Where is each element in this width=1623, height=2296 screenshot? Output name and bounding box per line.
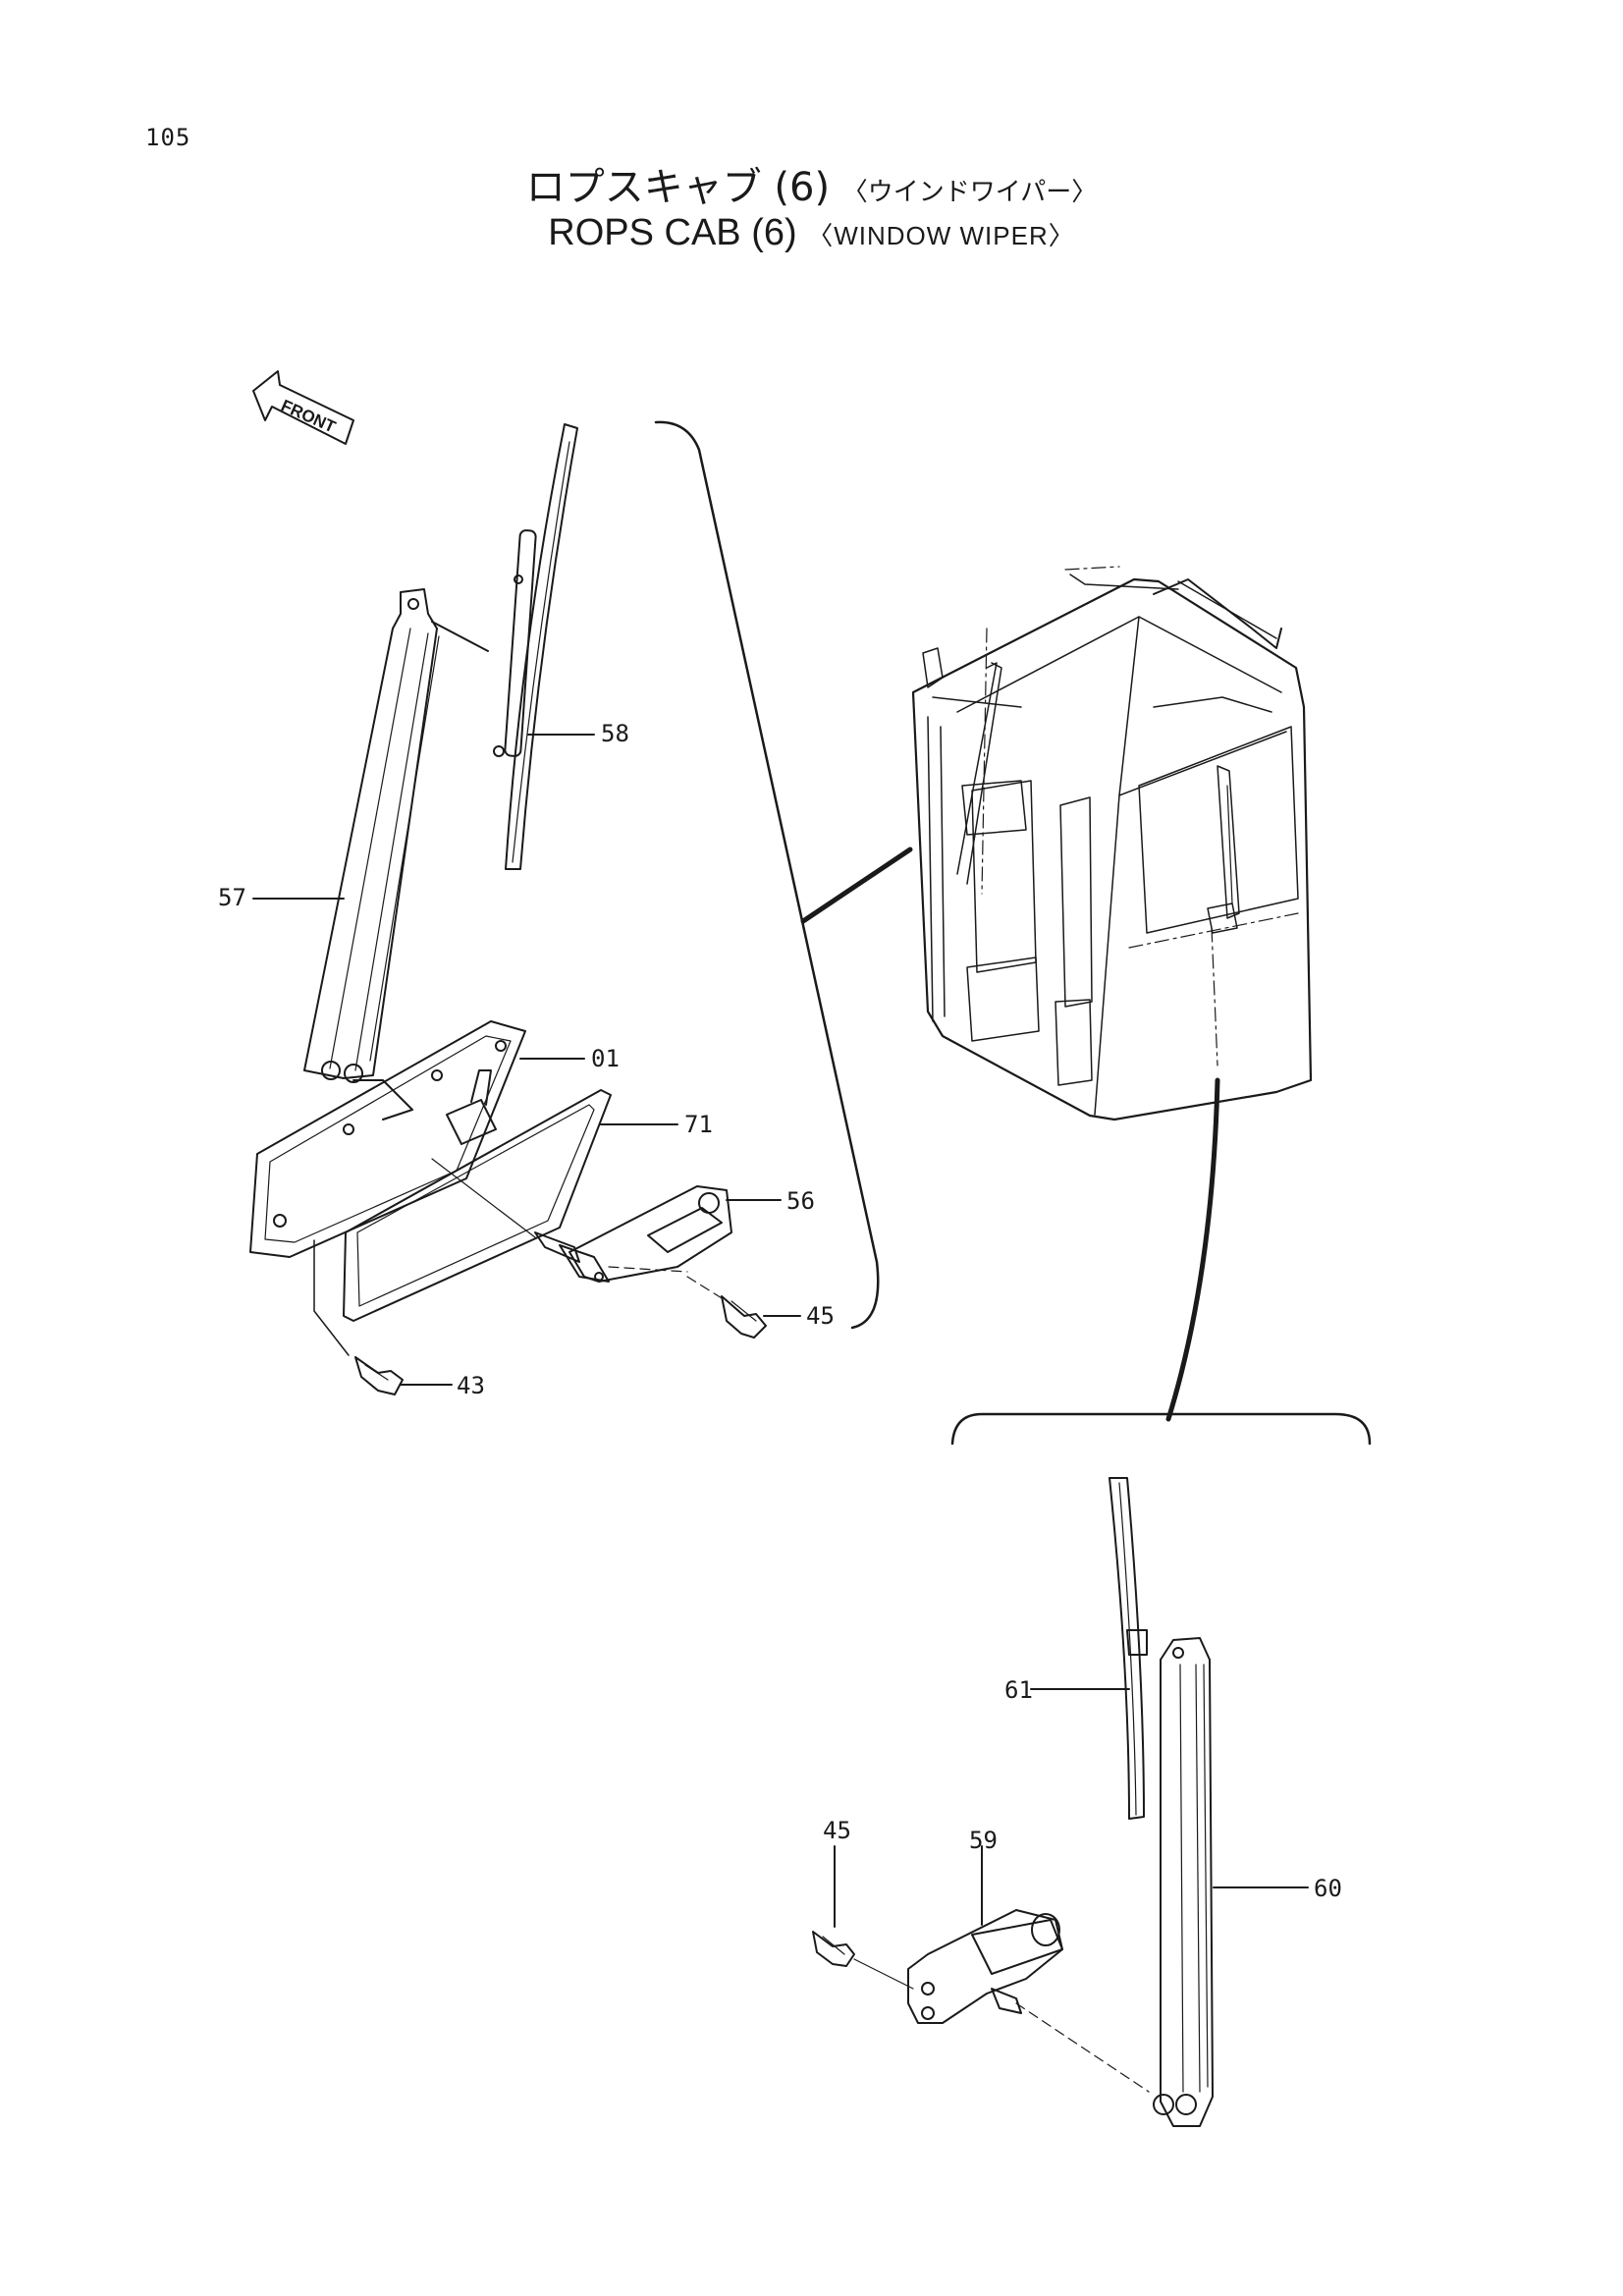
- title-japanese-main: ロプスキャブ (6): [525, 165, 831, 210]
- callout-01: 01: [591, 1045, 620, 1072]
- part-45-bolt-left: [686, 1276, 801, 1339]
- part-45-bolt-right: [812, 1845, 914, 1990]
- callout-59: 59: [969, 1827, 998, 1854]
- front-arrow-icon: FRONT: [252, 370, 354, 445]
- front-label: FRONT: [278, 396, 339, 436]
- callout-57: 57: [218, 884, 246, 911]
- title-english: ROPS CAB (6) 〈WINDOW WIPER〉: [0, 212, 1623, 254]
- part-01-bracket-plate: [249, 1020, 585, 1258]
- callout-45: 45: [806, 1302, 835, 1330]
- title-japanese: ロプスキャブ (6) 〈ウインドワイパー〉: [0, 155, 1623, 212]
- cab-illustration: [911, 566, 1313, 1121]
- callout-71: 71: [684, 1111, 713, 1138]
- title-english-main: ROPS CAB (6): [548, 212, 797, 253]
- page-number: 105: [145, 124, 191, 151]
- part-60-wiper-arm: [1153, 1637, 1309, 2127]
- left-group-bracket: [654, 420, 880, 1330]
- callout-58: 58: [601, 720, 629, 747]
- title-japanese-sub: 〈ウインドワイパー〉: [841, 178, 1098, 207]
- title-english-sub: 〈WINDOW WIPER〉: [807, 221, 1075, 250]
- leader-cab-left: [800, 847, 913, 924]
- callout-56: 56: [786, 1187, 815, 1215]
- callout-43: 43: [457, 1372, 485, 1399]
- part-56-wiper-motor: [534, 1185, 782, 1283]
- part-59-wiper-motor: [907, 1845, 1150, 2093]
- callout-61: 61: [1004, 1676, 1033, 1704]
- part-43-bolt: [313, 1239, 453, 1395]
- leader-cab-right: [1165, 1077, 1220, 1422]
- right-group-bracket: [950, 1412, 1372, 1446]
- part-57-wiper-arm: [252, 588, 440, 1083]
- callout-60: 60: [1314, 1875, 1342, 1902]
- part-58-wiper-blade: [431, 423, 595, 870]
- part-61-wiper-blade: [1030, 1477, 1148, 1820]
- part-71-gasket: [343, 1089, 678, 1322]
- callout-45-right: 45: [823, 1817, 851, 1844]
